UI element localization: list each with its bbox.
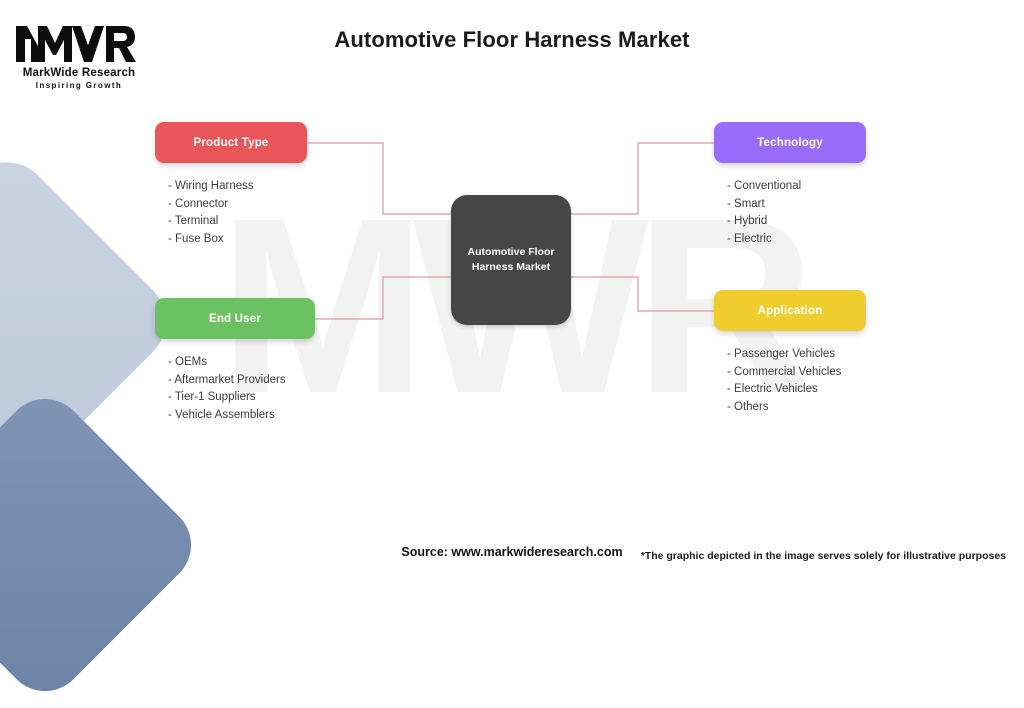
connector-end-user <box>315 276 455 320</box>
list-item: - Aftermarket Providers <box>168 373 286 386</box>
logo-tagline: Inspiring Growth <box>35 81 123 90</box>
node-product-type-title: Product Type <box>193 136 269 149</box>
list-item: - Fuse Box <box>168 232 224 245</box>
node-technology-box[interactable]: Technology <box>714 122 866 163</box>
node-end-user-title: End User <box>208 312 262 325</box>
hub-label-line2: Harness Market <box>471 261 551 273</box>
node-product-type-box[interactable]: Product Type <box>155 122 307 163</box>
list-item: - Terminal <box>168 215 219 228</box>
node-application: Application - Passenger Vehicles - Comme… <box>714 290 866 416</box>
footer-disclaimer: *The graphic depicted in the image serve… <box>640 550 1006 562</box>
page-title: Automotive Floor Harness Market <box>334 27 690 52</box>
list-item: - Passenger Vehicles <box>727 348 836 360</box>
node-end-user-box[interactable]: End User <box>155 298 315 339</box>
node-end-user-list: - OEMs - Aftermarket Providers - Tier-1 … <box>155 354 315 424</box>
footer-source: Source: www.markwideresearch.com <box>401 545 623 559</box>
list-item: - Wiring Harness <box>168 180 254 192</box>
list-item: - Commercial Vehicles <box>727 365 842 378</box>
node-technology-list: - Conventional - Smart - Hybrid - Electr… <box>714 178 866 248</box>
node-technology-title: Technology <box>757 136 823 149</box>
infographic-canvas: MWR MarkWide Research Inspiring Growth A… <box>0 22 1006 708</box>
node-application-box[interactable]: Application <box>714 290 866 331</box>
list-item: - Connector <box>168 197 229 210</box>
connector-product-type <box>307 142 455 215</box>
node-application-title: Application <box>757 304 823 317</box>
list-item: - Vehicle Assemblers <box>168 408 275 421</box>
list-item: - Electric <box>727 232 772 245</box>
brand-logo: MarkWide Research Inspiring Growth <box>14 22 144 90</box>
list-item: - Electric Vehicles <box>727 383 818 396</box>
node-application-list: - Passenger Vehicles - Commercial Vehicl… <box>714 346 866 416</box>
connector-application <box>567 276 714 312</box>
hub-node: Automotive Floor Harness Market <box>451 195 571 325</box>
mwr-logo-icon <box>16 26 136 62</box>
node-end-user: End User - OEMs - Aftermarket Providers … <box>155 298 315 424</box>
node-product-type: Product Type - Wiring Harness - Connecto… <box>155 122 307 248</box>
connector-lines <box>307 142 714 320</box>
list-item: - Hybrid <box>727 215 768 228</box>
node-technology: Technology - Conventional - Smart - Hybr… <box>714 122 866 248</box>
hub-label-line1: Automotive Floor <box>467 246 555 258</box>
connector-technology <box>567 142 714 215</box>
list-item: - Conventional <box>727 180 802 192</box>
hub-label: Automotive Floor Harness Market <box>460 245 563 275</box>
list-item: - OEMs <box>168 356 207 368</box>
list-item: - Smart <box>727 197 765 210</box>
list-item: - Tier-1 Suppliers <box>168 391 256 404</box>
list-item: - Others <box>727 400 769 413</box>
logo-company-name: MarkWide Research <box>22 67 136 79</box>
node-product-type-list: - Wiring Harness - Connector - Terminal … <box>155 178 307 248</box>
